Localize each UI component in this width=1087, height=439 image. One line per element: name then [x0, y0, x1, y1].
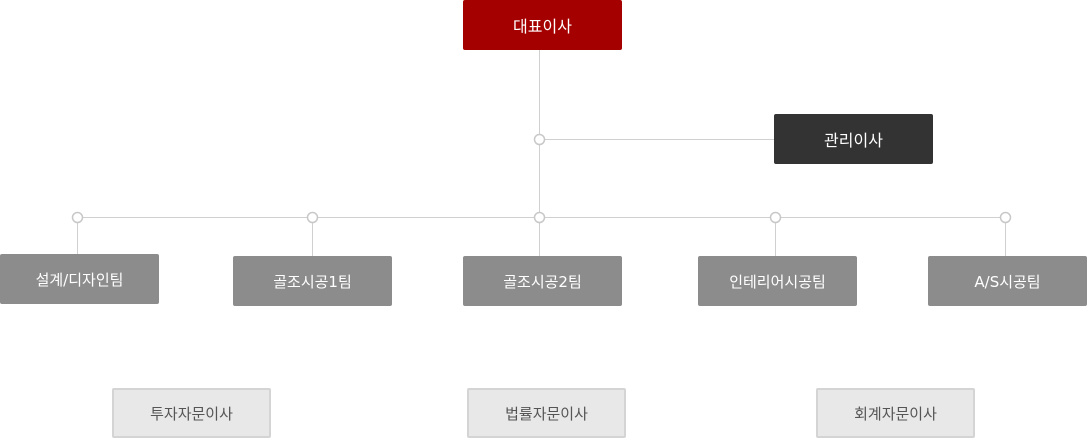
- ceo-box: 대표이사: [463, 0, 622, 50]
- junction-node-team-4: [769, 211, 782, 224]
- advisor-box-investment: 투자자문이사: [112, 388, 271, 438]
- advisor-label: 회계자문이사: [854, 404, 937, 423]
- junction-node-team-2: [306, 211, 319, 224]
- management-director-label: 관리이사: [824, 131, 883, 150]
- junction-node-team-1: [71, 211, 84, 224]
- team-box-frame-1: 골조시공1팀: [233, 256, 392, 306]
- junction-node-team-3: [533, 211, 546, 224]
- junction-node-team-5: [999, 211, 1012, 224]
- advisor-box-legal: 법률자문이사: [467, 388, 626, 438]
- team-box-design: 설계/디자인팀: [0, 254, 159, 304]
- advisor-box-accounting: 회계자문이사: [816, 388, 975, 438]
- team-box-as: A/S시공팀: [928, 256, 1087, 306]
- team-label: 인테리어시공팀: [729, 272, 826, 291]
- advisor-label: 법률자문이사: [505, 404, 588, 423]
- ceo-label: 대표이사: [513, 17, 572, 36]
- team-box-frame-2: 골조시공2팀: [463, 256, 622, 306]
- management-director-box: 관리이사: [774, 114, 933, 164]
- team-label: 골조시공2팀: [503, 272, 582, 291]
- team-label: A/S시공팀: [974, 272, 1041, 291]
- team-label: 골조시공1팀: [273, 272, 352, 291]
- team-label: 설계/디자인팀: [35, 270, 124, 289]
- team-box-interior: 인테리어시공팀: [698, 256, 857, 306]
- junction-node-management: [533, 133, 546, 146]
- advisor-label: 투자자문이사: [150, 404, 233, 423]
